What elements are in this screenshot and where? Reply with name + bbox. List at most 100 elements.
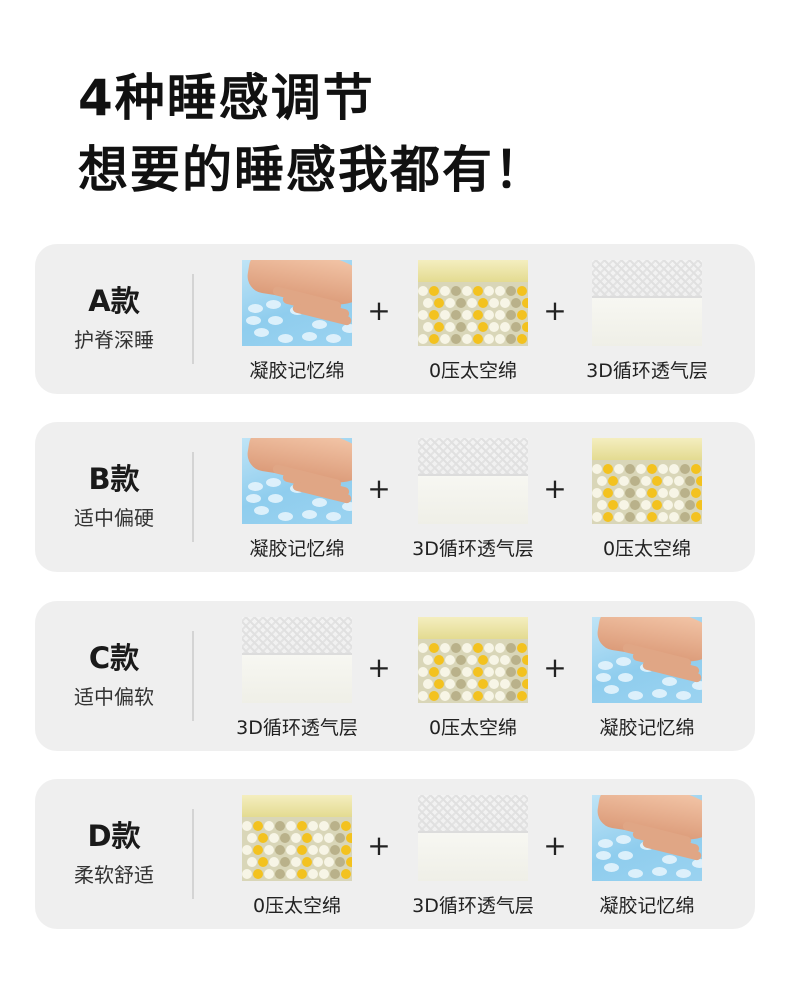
foam-bead (286, 869, 296, 879)
plus-icon: + (367, 472, 391, 505)
foam-bead (291, 857, 301, 867)
layer-item: 3D循环透气层 (572, 244, 722, 394)
foam-bead (696, 476, 702, 486)
gel-cell (312, 498, 327, 507)
foam-bead (473, 286, 483, 296)
foam-bead (313, 833, 323, 843)
plus-icon: + (367, 651, 391, 684)
air-layer-side (418, 476, 528, 524)
foam-bead (264, 821, 274, 831)
foam-bead (302, 857, 312, 867)
foam-bead (630, 476, 640, 486)
gel-cell (652, 689, 667, 698)
foam-bead (608, 476, 618, 486)
gel-cell (248, 304, 263, 313)
foam-bead (456, 679, 466, 689)
foam-bead (592, 512, 602, 522)
foam-bead (478, 655, 488, 665)
foam-bead (467, 655, 477, 665)
gel-cell (278, 334, 293, 343)
gel-cell (618, 673, 633, 682)
layer-caption: 0压太空绵 (428, 717, 518, 739)
foam-bead (462, 286, 472, 296)
foam-bead (636, 512, 646, 522)
card-code: C款 (88, 641, 140, 675)
foam-bead (297, 845, 307, 855)
gel-cell (676, 869, 691, 878)
layer-item: 凝胶记忆绵 (572, 601, 722, 751)
foam-bead (467, 679, 477, 689)
layer-caption: 3D循环透气层 (412, 895, 534, 917)
plus-icon: + (543, 829, 567, 862)
foam-bead (484, 691, 494, 701)
card-label: D款柔软舒适 (35, 779, 193, 929)
foam-bead (489, 655, 499, 665)
foam-bead (269, 833, 279, 843)
foam-bead (429, 334, 439, 344)
foam-bead (440, 310, 450, 320)
foam-bead (500, 655, 510, 665)
foam-bead (440, 334, 450, 344)
gel-cell (598, 661, 613, 670)
foam-bead (506, 667, 516, 677)
foam-bead (423, 679, 433, 689)
foam-bead (456, 298, 466, 308)
foam-bead (451, 286, 461, 296)
foam-bead (247, 857, 257, 867)
foam-bead (489, 679, 499, 689)
3d-air-layer-icon (592, 260, 702, 346)
gel-cell (254, 328, 269, 337)
foam-bead (511, 679, 521, 689)
zero-pressure-foam-icon (242, 795, 352, 881)
card-divider (192, 452, 194, 542)
card-label: C款适中偏软 (35, 601, 193, 751)
foam-bead (669, 512, 679, 522)
gel-cell (662, 855, 677, 864)
foam-bead (658, 488, 668, 498)
foam-bead (423, 655, 433, 665)
foam-bead (434, 679, 444, 689)
layer-caption: 凝胶记忆绵 (249, 360, 345, 382)
foam-bead (592, 488, 602, 498)
layer-item: 凝胶记忆绵 (572, 779, 722, 929)
foam-bead (275, 845, 285, 855)
gel-cell (278, 512, 293, 521)
foam-bead (341, 869, 351, 879)
foam-bead (647, 488, 657, 498)
headline-line-1: 4种睡感调节 (78, 69, 375, 127)
foam-bead (522, 322, 528, 332)
foam-bead (506, 310, 516, 320)
foam-bead (517, 334, 527, 344)
foam-bead (473, 643, 483, 653)
foam-bead (242, 845, 252, 855)
foam-bead (495, 334, 505, 344)
foam-bead (258, 833, 268, 843)
foam-bead (335, 833, 345, 843)
foam-bead (506, 334, 516, 344)
foam-bead (663, 500, 673, 510)
foam-bead (418, 667, 428, 677)
foam-top-layer (418, 617, 528, 641)
card-label: A款护脊深睡 (35, 244, 193, 394)
gel-cell (246, 494, 261, 503)
layer-item: 3D循环透气层 (398, 422, 548, 572)
air-layer-side (242, 655, 352, 703)
foam-bead (418, 286, 428, 296)
foam-bead (253, 869, 263, 879)
card-divider (192, 631, 194, 721)
mesh-surface (592, 260, 702, 300)
foam-bead (641, 476, 651, 486)
gel-cell (628, 869, 643, 878)
foam-bead (669, 488, 679, 498)
layer-caption: 3D循环透气层 (586, 360, 708, 382)
layer-item: 0压太空绵 (572, 422, 722, 572)
foam-bead (275, 869, 285, 879)
foam-bead (308, 869, 318, 879)
foam-bead (685, 500, 695, 510)
foam-bead (495, 310, 505, 320)
layer-item: 0压太空绵 (222, 779, 372, 929)
mesh-surface (242, 617, 352, 657)
layer-item: 凝胶记忆绵 (222, 244, 372, 394)
foam-bead (506, 286, 516, 296)
